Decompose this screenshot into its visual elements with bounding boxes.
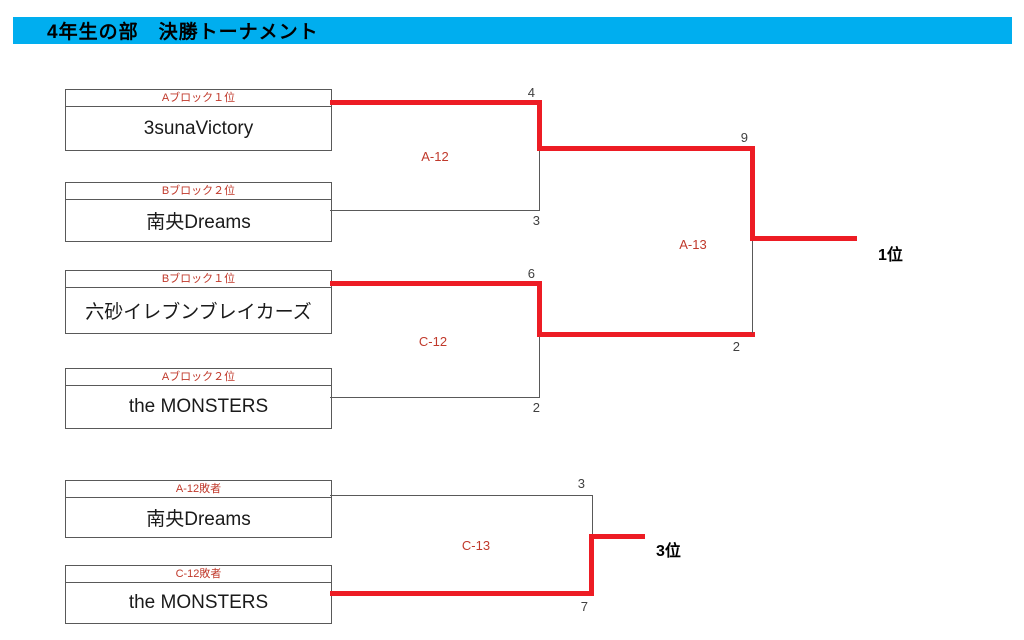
team-box-2: Bブロック２位 南央Dreams bbox=[65, 182, 332, 242]
third-place-output-line bbox=[589, 534, 645, 539]
team-box-1: Aブロック１位 3sunaVictory bbox=[65, 89, 332, 151]
score-a13-top: 9 bbox=[740, 130, 748, 145]
a12-loser-vertical-line bbox=[539, 151, 540, 211]
team-box-5: A-12敗者 南央Dreams bbox=[65, 480, 332, 538]
a12-winner-feed-line bbox=[330, 100, 542, 105]
c12-loser-vertical-line bbox=[539, 337, 540, 398]
page-title: 4年生の部 決勝トーナメント bbox=[47, 22, 319, 43]
seed-label: Aブロック１位 bbox=[66, 90, 331, 107]
c13-winner-vertical-line bbox=[589, 534, 594, 596]
score-a12-top: 4 bbox=[527, 85, 535, 100]
team-box-3: Bブロック１位 六砂イレブンブレイカーズ bbox=[65, 270, 332, 334]
c13-top-feed-line bbox=[330, 495, 593, 496]
team-box-6: C-12敗者 the MONSTERS bbox=[65, 565, 332, 624]
team-name: 南央Dreams bbox=[146, 509, 251, 530]
c12-winner-feed-line bbox=[330, 281, 542, 286]
c13-winner-feed-line bbox=[330, 591, 594, 596]
seed-label: Bブロック２位 bbox=[66, 183, 331, 200]
seed-label: C-12敗者 bbox=[66, 566, 331, 583]
a13-loser-vertical-line bbox=[752, 241, 753, 333]
score-a13-bottom: 2 bbox=[732, 339, 740, 354]
team-box-4: Aブロック２位 the MONSTERS bbox=[65, 368, 332, 429]
c12-winner-vertical-line bbox=[537, 281, 542, 337]
team-name: the MONSTERS bbox=[128, 592, 269, 613]
match-label-c13: C-13 bbox=[461, 538, 491, 553]
title-banner: 4年生の部 決勝トーナメント bbox=[13, 17, 1012, 44]
seed-label: Aブロック２位 bbox=[66, 369, 331, 386]
team-name: 南央Dreams bbox=[146, 212, 251, 233]
c12-loser-feed-line bbox=[330, 397, 540, 398]
champion-output-line bbox=[750, 236, 857, 241]
a12-winner-advance-line bbox=[537, 146, 755, 151]
a13-winner-vertical-line bbox=[750, 146, 755, 241]
match-label-c12: C-12 bbox=[418, 334, 448, 349]
match-label-a13: A-13 bbox=[679, 237, 707, 252]
score-c13-bottom: 7 bbox=[580, 599, 588, 614]
seed-label: Bブロック１位 bbox=[66, 271, 331, 288]
score-c12-bottom: 2 bbox=[532, 400, 540, 415]
match-label-a12: A-12 bbox=[421, 149, 449, 164]
third-place-label: 3位 bbox=[656, 543, 681, 560]
a12-winner-vertical-line bbox=[537, 100, 542, 151]
c13-loser-vertical-line bbox=[592, 495, 593, 534]
c12-winner-advance-line bbox=[537, 332, 755, 337]
score-c13-top: 3 bbox=[577, 476, 585, 491]
team-name: the MONSTERS bbox=[128, 396, 269, 417]
a12-loser-feed-line bbox=[330, 210, 540, 211]
score-a12-bottom: 3 bbox=[532, 213, 540, 228]
score-c12-top: 6 bbox=[527, 266, 535, 281]
first-place-label: 1位 bbox=[878, 247, 903, 264]
seed-label: A-12敗者 bbox=[66, 481, 331, 498]
team-name: 六砂イレブンブレイカーズ bbox=[85, 302, 312, 323]
team-name: 3sunaVictory bbox=[143, 117, 254, 139]
